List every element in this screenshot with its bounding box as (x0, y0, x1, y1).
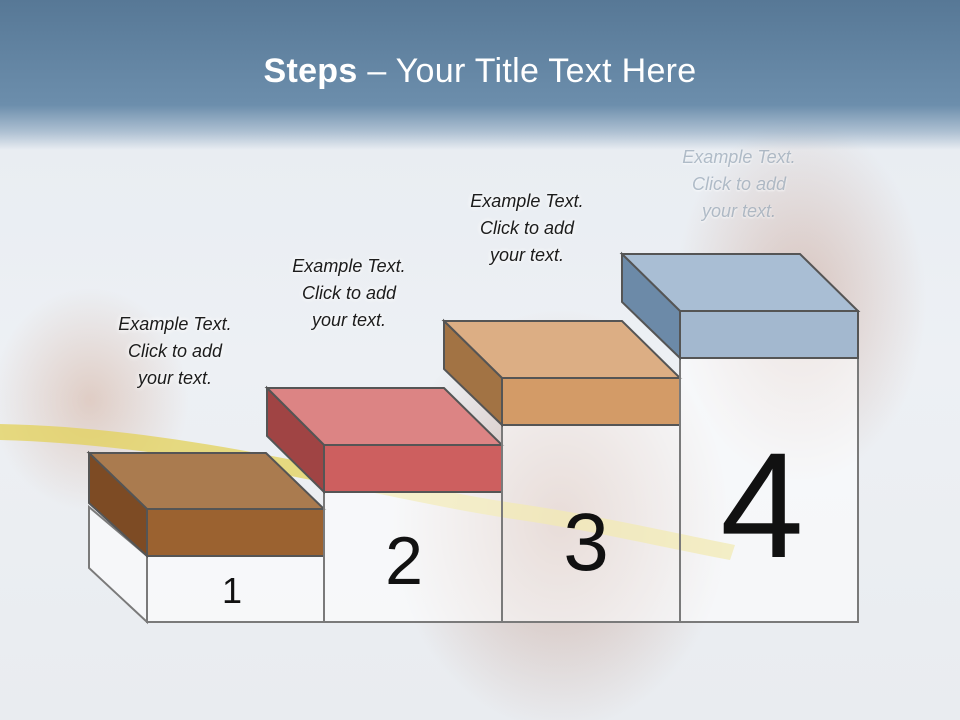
caption-line: your text. (311, 310, 387, 330)
step-4[interactable]: 4 (619, 251, 861, 623)
step-3-lid-front (501, 377, 681, 426)
step-4-body-front (679, 357, 859, 623)
step-3-caption[interactable]: Example Text. Click to add your text. (437, 188, 617, 269)
step-3-body-front (501, 424, 681, 623)
caption-line: Click to add (127, 341, 223, 361)
caption-line: Click to add (479, 218, 575, 238)
step-1-number: 1 (222, 570, 242, 611)
caption-line: Example Text. (118, 314, 232, 334)
step-1-body-front (146, 555, 325, 623)
title-bold-text: Steps (263, 52, 358, 90)
caption-line: your text. (701, 201, 777, 221)
caption-line: Example Text. (682, 147, 796, 167)
step-2-body-front (323, 491, 503, 623)
step-2-lid-front (323, 444, 503, 493)
step-3[interactable]: 3 (441, 318, 683, 623)
caption-line: Example Text. (292, 256, 406, 276)
step-4-number: 4 (720, 421, 803, 589)
title-rest-text: – Your Title Text Here (357, 52, 697, 90)
step-1[interactable]: 1 (86, 450, 327, 625)
step-4-lid-front (679, 310, 859, 359)
step-3-number: 3 (563, 497, 609, 588)
step-2-caption[interactable]: Example Text. Click to add your text. (259, 253, 439, 334)
title-band (0, 0, 960, 150)
caption-line: Click to add (301, 283, 397, 303)
step-1-lid-front (146, 508, 325, 557)
caption-line: Click to add (691, 174, 787, 194)
step-2-number: 2 (385, 523, 423, 599)
caption-line: your text. (489, 245, 565, 265)
caption-line: your text. (137, 368, 213, 388)
caption-line: Example Text. (470, 191, 584, 211)
step-1-caption[interactable]: Example Text. Click to add your text. (85, 311, 265, 392)
step-4-caption[interactable]: Example Text. Click to add your text. (649, 144, 829, 225)
slide-title[interactable]: Steps – Your Title Text Here (0, 52, 960, 91)
